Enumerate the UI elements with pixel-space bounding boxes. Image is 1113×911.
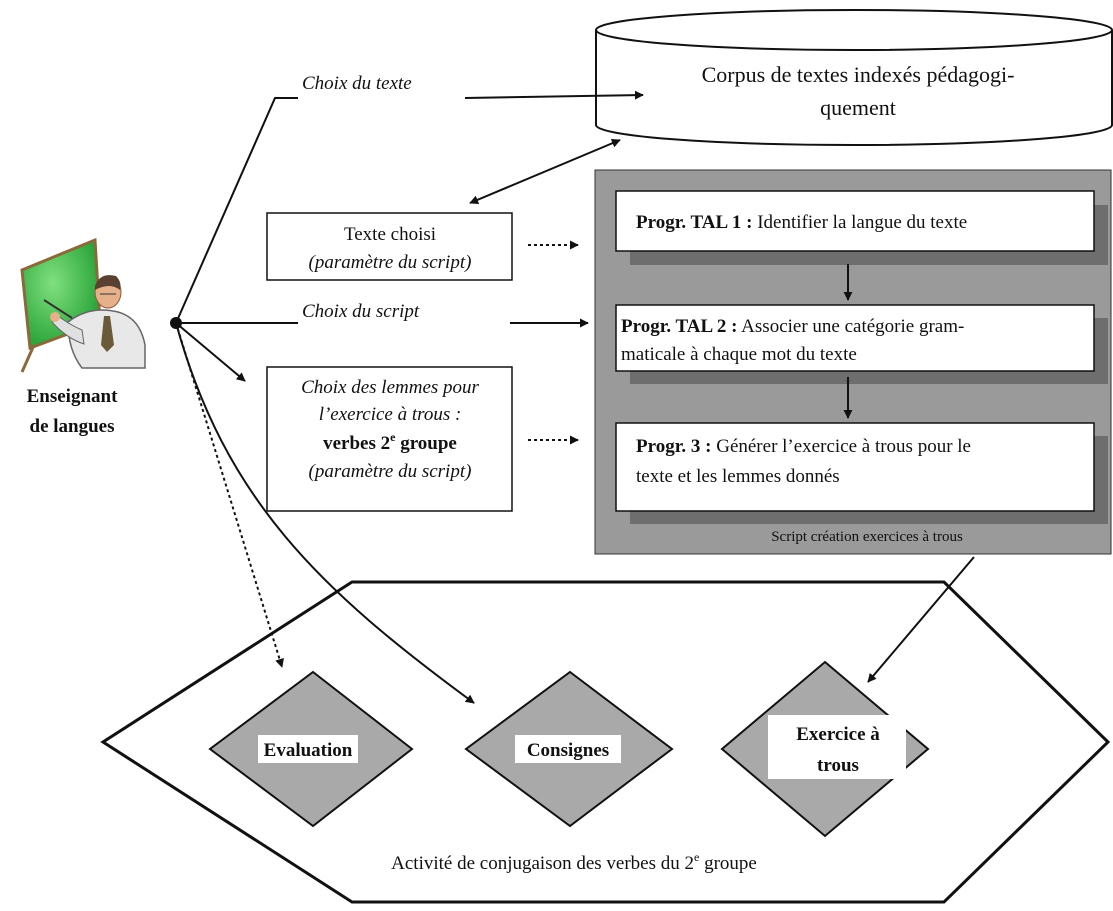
connectors: [175, 90, 975, 704]
param-lemmes-line3: verbes 2e groupe: [323, 430, 457, 454]
teacher-presenting-icon: [20, 237, 146, 373]
evaluation-label: Evaluation: [264, 740, 353, 761]
script-step-1-text: Progr. TAL 1 : Identifier la langue du t…: [636, 212, 967, 233]
exercice-label-line2: trous: [817, 755, 859, 776]
script-step-2-text-line2: maticale à chaque mot du texte: [621, 344, 857, 365]
hub-node: [170, 317, 182, 329]
script-step-3: [615, 422, 1095, 512]
param-lemmes-box: Choix des lemmes pour l’exercice à trous…: [266, 366, 513, 512]
corpus-database: Corpus de textes indexés pédagogi- queme…: [595, 9, 1113, 146]
script-step-1: [615, 190, 1095, 252]
script-step-2: [615, 304, 1095, 372]
script-panel: Progr. TAL 1 : Identifier la langue du t…: [594, 169, 1112, 555]
consignes-label: Consignes: [527, 740, 609, 761]
exercice-diamond: Exercice à trous: [720, 660, 930, 838]
param-texte-line2: (paramètre du script): [309, 252, 472, 273]
exercice-label-line1: Exercice à: [796, 724, 880, 745]
param-texte-line1: Texte choisi: [344, 224, 436, 245]
edge-label-choix-script: Choix du script: [302, 301, 420, 322]
consignes-diamond: Consignes: [464, 670, 674, 828]
evaluation-diamond: Evaluation: [208, 670, 414, 828]
param-lemmes-line4: (paramètre du script): [309, 461, 472, 482]
param-texte-box: Texte choisi (paramètre du script): [266, 212, 513, 281]
actor-label-line1: Enseignant: [27, 386, 118, 407]
script-step-3-text-line2: texte et les lemmes donnés: [636, 466, 840, 487]
activity-container: [100, 580, 1111, 904]
script-step-2-text: Progr. TAL 2 : Associer une catégorie gr…: [621, 316, 964, 337]
param-lemmes-line1: Choix des lemmes pour: [301, 377, 479, 398]
param-lemmes-line2: l’exercice à trous :: [319, 404, 462, 425]
script-step-3-text: Progr. 3 : Générer l’exercice à trous po…: [636, 436, 971, 457]
corpus-label-line2: quement: [820, 95, 896, 120]
script-caption: Script création exercices à trous: [771, 529, 963, 545]
edge-label-choix-texte: Choix du texte: [302, 73, 412, 94]
corpus-label-line1: Corpus de textes indexés pédagogi-: [702, 62, 1015, 87]
actor-label-line2: de langues: [30, 416, 115, 437]
activity-caption: Activité de conjugaison des verbes du 2e…: [391, 850, 757, 874]
